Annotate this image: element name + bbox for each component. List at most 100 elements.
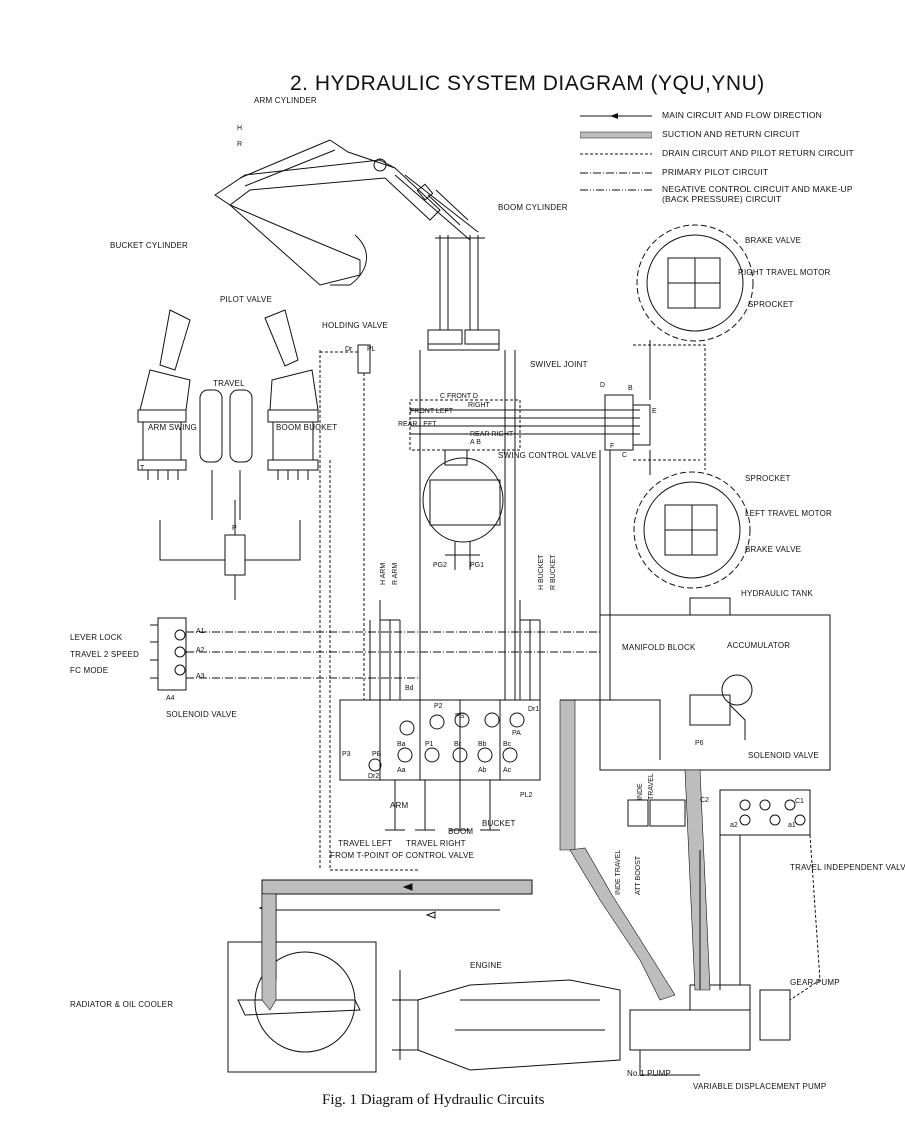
- sprocket-bottom-label: SPROCKET: [745, 474, 791, 483]
- port-p1: P1: [425, 741, 434, 748]
- port-pl2: PL2: [520, 792, 533, 799]
- port-ab: Ab: [478, 767, 487, 774]
- port-pg1: PG1: [470, 562, 484, 569]
- solenoid-valve-bank: [150, 617, 600, 691]
- arm-label: ARM: [390, 801, 409, 810]
- port-a3: A3: [196, 673, 205, 680]
- arm-cylinder-label: ARM CYLINDER: [254, 96, 317, 105]
- port-dr1: Dr1: [528, 706, 539, 713]
- holding-valve: [320, 344, 371, 700]
- port-p6: P6: [695, 740, 704, 747]
- port-h: H: [237, 125, 242, 132]
- gear-pump-label: GEAR PUMP: [790, 978, 840, 987]
- port-a2-lower: a2: [730, 822, 738, 829]
- figure-caption: Fig. 1 Diagram of Hydraulic Circuits: [322, 1092, 545, 1108]
- travel-independent-valve-label: TRAVEL INDEPENDENT VALVE: [790, 863, 905, 872]
- port-p3: P3: [342, 751, 351, 758]
- legend-negative-line-icon: [580, 189, 652, 191]
- brake-valve-bottom-label: BRAKE VALVE: [745, 545, 801, 554]
- boom-arm-linkage: [214, 139, 479, 286]
- port-aa: Aa: [397, 767, 406, 774]
- travel-independent-valve-body: [719, 789, 811, 836]
- port-dr2: Dr2: [368, 773, 379, 780]
- boom-label: BOOM: [448, 827, 473, 836]
- swivel-rear-left-label: REAR LEFT: [398, 421, 437, 428]
- solenoid-valve-left-label: SOLENOID VALVE: [166, 710, 237, 719]
- port-dr: Dr: [345, 346, 353, 353]
- legend-main-text: MAIN CIRCUIT AND FLOW DIRECTION: [662, 110, 822, 120]
- port-p2: P2: [434, 703, 443, 710]
- legend-pilot-line-icon: [580, 172, 652, 174]
- engine-label: ENGINE: [470, 961, 502, 970]
- holding-valve-label: HOLDING VALVE: [322, 321, 388, 330]
- travel-label: TRAVEL: [213, 379, 245, 388]
- port-e: E: [652, 408, 657, 415]
- port-ac: Ac: [503, 767, 512, 774]
- travel-left-label: TRAVEL LEFT: [338, 839, 392, 848]
- pilot-valve-label: PILOT VALVE: [220, 295, 272, 304]
- swivel-ab-label: A B: [470, 439, 481, 446]
- pilot-valve-left: [137, 309, 191, 480]
- port-bb: Bb: [478, 741, 487, 748]
- fc-mode-label: FC MODE: [70, 666, 108, 675]
- legend-suction-line-icon: [580, 131, 652, 139]
- port-b: B: [628, 385, 633, 392]
- legend-drain-text: DRAIN CIRCUIT AND PILOT RETURN CIRCUIT: [662, 148, 854, 158]
- legend-pilot-text: PRIMARY PILOT CIRCUIT: [662, 167, 769, 177]
- hydraulic-tank-label: HYDRAULIC TANK: [741, 589, 813, 598]
- port-r: R: [237, 141, 242, 148]
- port-f: F: [610, 443, 614, 450]
- boom-bucket-label: BOOM BUCKET: [276, 423, 337, 432]
- solenoid-valve-right-label: SOLENOID VALVE: [748, 751, 819, 760]
- pump-group: [629, 984, 791, 1076]
- control-valve: [339, 699, 541, 831]
- arm-r-vlabel: R ARM: [392, 563, 399, 585]
- radiator-oil-cooler-label: RADIATOR & OIL COOLER: [70, 1000, 173, 1009]
- legend-negative-text: NEGATIVE CONTROL CIRCUIT AND MAKE-UP (BA…: [662, 184, 853, 204]
- port-pl: PL: [367, 346, 376, 353]
- legend-drain-line-icon: [580, 153, 652, 155]
- port-a4: A4: [166, 695, 175, 702]
- legend-main-line-icon: [580, 113, 652, 119]
- port-c: C: [622, 452, 627, 459]
- port-c2: C2: [700, 797, 709, 804]
- accumulator-label: ACCUMULATOR: [727, 641, 790, 650]
- travel-vlabel: TRAVEL: [648, 773, 655, 800]
- swivel-front-left-label: FRONT LEFT: [410, 408, 454, 415]
- manifold-block: [689, 674, 753, 740]
- from-t-point-label: FROM T-POINT OF CONTROL VALVE: [330, 851, 474, 860]
- left-travel-motor: [633, 471, 751, 589]
- port-p: P: [232, 525, 237, 532]
- travel-2-speed-label: TRAVEL 2 SPEED: [70, 650, 139, 659]
- bucket-r-vlabel: R BUCKET: [550, 554, 557, 590]
- arm-h-vlabel: H ARM: [380, 563, 387, 585]
- bucket-h-vlabel: H BUCKET: [538, 554, 545, 590]
- left-travel-motor-label: LEFT TRAVEL MOTOR: [745, 509, 832, 518]
- inde-travel-vlabel: INDE TRAVEL: [615, 850, 622, 895]
- port-ps: PS: [455, 713, 465, 720]
- hydraulic-tank: [599, 597, 831, 771]
- swing-control-valve: [422, 449, 504, 570]
- engine: [392, 970, 621, 1071]
- bucket-label: BUCKET: [482, 819, 516, 828]
- brake-valve-top-label: BRAKE VALVE: [745, 236, 801, 245]
- port-pg2: PG2: [433, 562, 447, 569]
- swivel-rear-right-label: REAR RIGHT: [470, 431, 514, 438]
- no1-pump-label: No.1 PUMP: [627, 1069, 671, 1078]
- boom-cylinder-hoses: [427, 235, 500, 351]
- arm-swing-label: ARM SWING: [148, 423, 197, 432]
- variable-displacement-pump-label: VARIABLE DISPLACEMENT PUMP: [693, 1082, 826, 1091]
- port-d: D: [600, 382, 605, 389]
- att-boost-vlabel: ATT BOOST: [635, 855, 642, 895]
- pilot-valve-right: [264, 309, 319, 480]
- travel-right-label: TRAVEL RIGHT: [406, 839, 466, 848]
- port-pa: PA: [512, 730, 521, 737]
- travel-pedals: [199, 389, 253, 520]
- port-pb: PB: [372, 751, 382, 758]
- port-a2: A2: [196, 647, 205, 654]
- port-c1: C1: [795, 798, 804, 805]
- port-bd: Bd: [405, 685, 414, 692]
- right-travel-motor: [636, 224, 754, 342]
